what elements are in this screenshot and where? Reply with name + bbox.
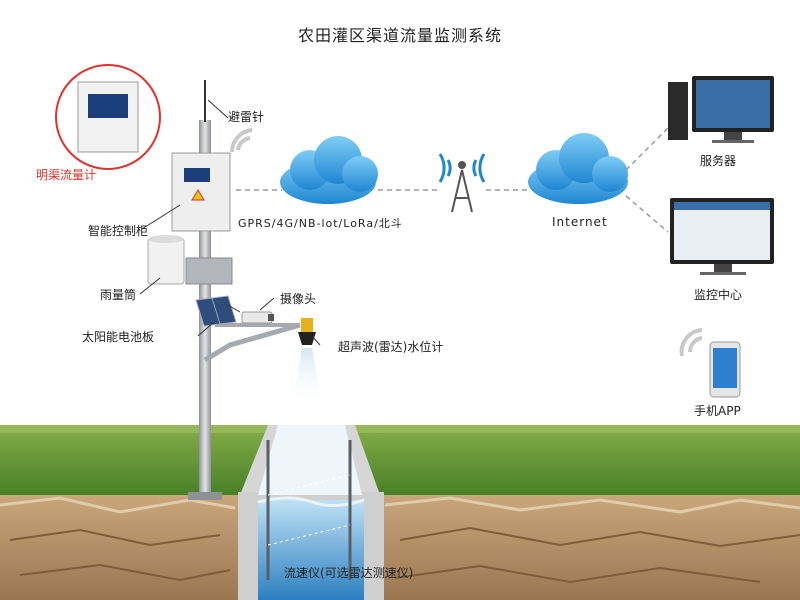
mobile-phone (709, 341, 741, 398)
server-computer (668, 76, 774, 143)
signal-wave-icon (229, 128, 253, 153)
label-rain-gauge: 雨量筒 (100, 288, 137, 302)
label-server: 服务器 (700, 154, 737, 168)
label-solar-panel: 太阳能电池板 (82, 330, 155, 344)
monitor-center-computer (670, 198, 774, 275)
phone-signal-icon (679, 328, 703, 357)
label-camera: 摄像头 (280, 292, 317, 306)
camera (241, 311, 274, 324)
label-velocity-meter: 流速仪(可选雷达测速仪) (284, 566, 414, 580)
junction-box (185, 257, 233, 285)
water-channel (238, 425, 384, 600)
label-mobile-app: 手机APP (694, 404, 741, 418)
radar-level-sensor (292, 318, 322, 405)
control-cabinet (171, 152, 231, 232)
label-radar-level: 超声波(雷达)水位计 (338, 340, 444, 354)
label-internet: Internet (552, 215, 608, 229)
internet-cloud (528, 133, 628, 204)
label-open-channel-flowmeter: 明渠流量计 (36, 168, 97, 182)
label-leaders (139, 99, 321, 346)
label-monitor-center: 监控中心 (694, 288, 743, 302)
rain-gauge (147, 235, 185, 285)
soil-ground (0, 495, 800, 600)
gprs-cloud (280, 136, 378, 204)
grass-field (0, 425, 800, 505)
flowmeter-inset (55, 64, 161, 170)
label-comm-protocols: GPRS/4G/NB-lot/LoRa/北斗 (238, 217, 403, 230)
solar-panel (195, 295, 237, 327)
label-smart-cabinet: 智能控制柜 (88, 224, 149, 238)
network-links (236, 127, 669, 233)
page-title: 农田灌区渠道流量监测系统 (297, 26, 502, 45)
label-lightning-rod: 避雷针 (228, 110, 265, 124)
signal-tower (438, 153, 486, 213)
